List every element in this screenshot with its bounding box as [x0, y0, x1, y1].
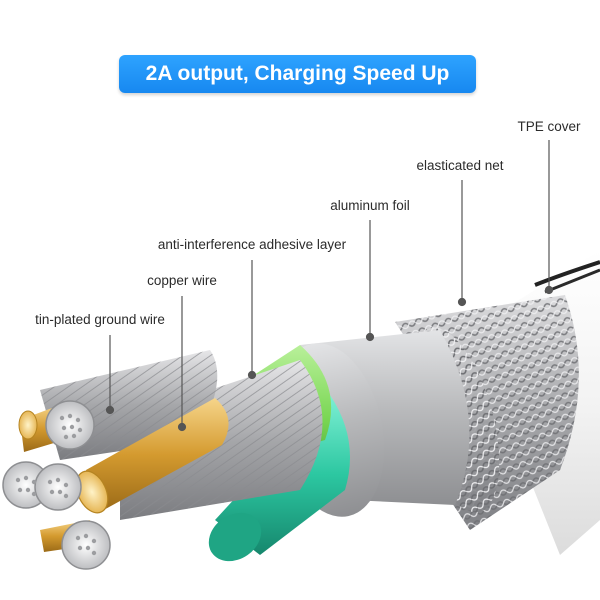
label-tpe-cover: TPE cover [517, 119, 581, 134]
label-copper-wire: copper wire [147, 273, 217, 288]
label-adhesive-layer: anti-interference adhesive layer [158, 237, 347, 252]
label-elasticated-net: elasticated net [416, 158, 503, 173]
strand-ends [2, 400, 111, 570]
label-ground-wire: tin-plated ground wire [35, 312, 165, 327]
leader-lines [105, 140, 554, 432]
copper-wire [75, 398, 229, 514]
label-aluminum-foil: aluminum foil [330, 198, 410, 213]
title-banner: 2A output, Charging Speed Up [119, 55, 476, 93]
